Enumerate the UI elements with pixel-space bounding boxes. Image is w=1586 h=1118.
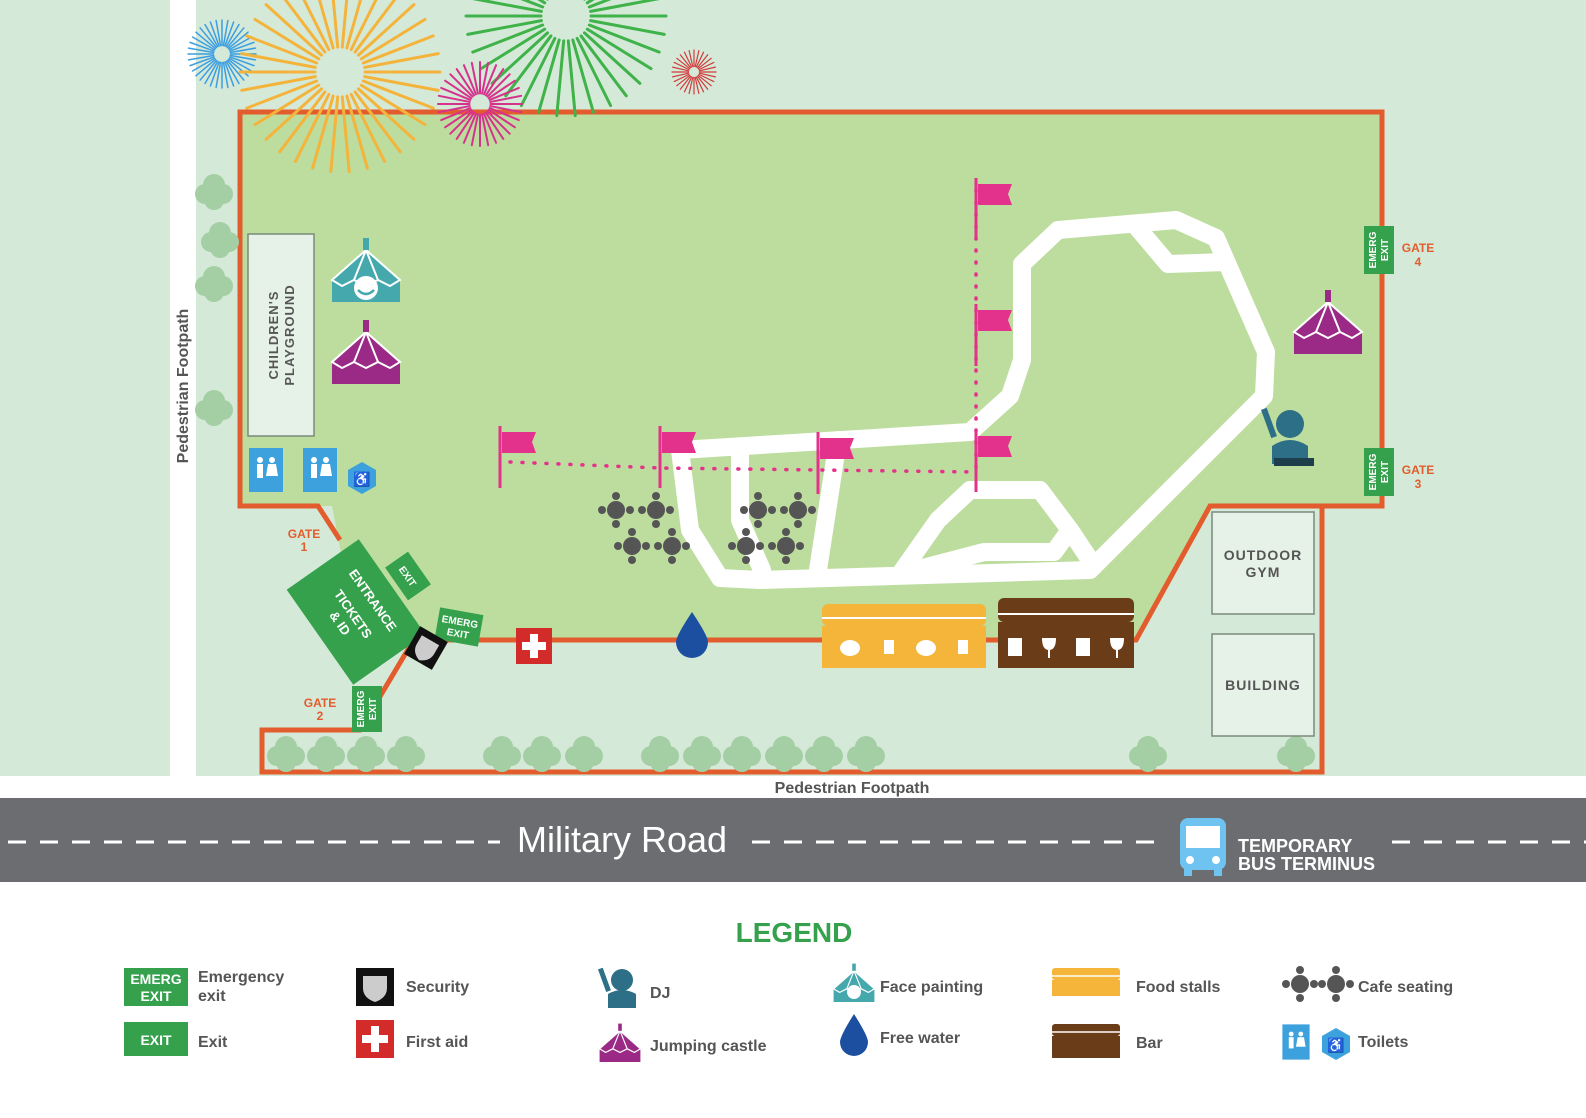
svg-text:EXIT: EXIT bbox=[446, 627, 470, 642]
svg-text:EMERG: EMERG bbox=[356, 690, 367, 727]
park-area bbox=[240, 112, 1382, 640]
svg-text:First aid: First aid bbox=[406, 1034, 468, 1051]
footpath-bottom-label: Pedestrian Footpath bbox=[775, 780, 930, 797]
svg-text:Face painting: Face painting bbox=[880, 979, 983, 996]
entrance-tickets: ENTRANCE TICKETS & ID bbox=[286, 539, 426, 685]
svg-text:EMERG: EMERG bbox=[130, 971, 181, 987]
svg-text:Free water: Free water bbox=[880, 1030, 960, 1047]
outdoor-gym-label-2: GYM bbox=[1246, 564, 1281, 580]
outdoor-gym bbox=[1211, 511, 1315, 615]
svg-text:♿: ♿ bbox=[353, 471, 370, 488]
legend-title: LEGEND bbox=[736, 917, 853, 948]
bus-terminus-label-2: BUS TERMINUS bbox=[1238, 854, 1375, 874]
legend-emergency-exit: EMERG EXIT Emergency exit bbox=[124, 968, 284, 1006]
svg-text:DJ: DJ bbox=[650, 985, 670, 1002]
gate-4-number: 4 bbox=[1415, 255, 1422, 269]
bottom-footpath bbox=[0, 776, 1586, 798]
road-label: Military Road bbox=[517, 819, 727, 860]
walking-paths bbox=[671, 211, 1275, 589]
building-label: BUILDING bbox=[1225, 677, 1301, 693]
fireworks-icon bbox=[187, 0, 717, 174]
legend-first-aid: First aid bbox=[356, 1020, 468, 1058]
legend-security: Security bbox=[356, 968, 469, 1006]
gate-2-number: 2 bbox=[317, 709, 324, 723]
gate-1-number: 1 bbox=[301, 540, 308, 554]
svg-text:Jumping castle: Jumping castle bbox=[650, 1038, 767, 1055]
military-road bbox=[0, 798, 1586, 882]
legend-bar: Bar bbox=[1052, 1024, 1163, 1058]
legend-cafe-seating: Cafe seating bbox=[1282, 966, 1453, 1002]
legend-dj: DJ bbox=[598, 967, 670, 1008]
accessible-toilet-icon: ♿ bbox=[348, 462, 376, 494]
emergency-exit-gate-2: EMERG EXIT bbox=[352, 686, 382, 732]
dj-icon bbox=[1261, 407, 1314, 466]
building bbox=[1211, 633, 1315, 737]
svg-text:EXIT: EXIT bbox=[368, 698, 379, 720]
svg-text:EXIT: EXIT bbox=[1380, 461, 1391, 483]
gate-4-label: GATE bbox=[1402, 241, 1434, 255]
exit-sign: EXIT bbox=[385, 551, 431, 601]
face-painting-icon bbox=[331, 237, 401, 303]
legend-jumping-castle: Jumping castle bbox=[599, 1022, 767, 1063]
svg-text:Emergency: Emergency bbox=[198, 969, 284, 986]
emergency-exit-gate-3: EMERG EXIT bbox=[1364, 448, 1394, 496]
svg-text:EMERG: EMERG bbox=[1368, 231, 1379, 268]
legend-exit: EXIT Exit bbox=[124, 1022, 228, 1056]
outdoor-gym-label: OUTDOOR bbox=[1224, 547, 1303, 563]
childrens-playground bbox=[247, 233, 315, 437]
playground-label-2: PLAYGROUND bbox=[282, 284, 297, 385]
bar bbox=[998, 598, 1134, 668]
emergency-exit-entrance: EMERG EXIT bbox=[434, 607, 484, 647]
svg-text:Cafe seating: Cafe seating bbox=[1358, 979, 1453, 996]
svg-text:EXIT: EXIT bbox=[140, 1032, 172, 1048]
gate-3-number: 3 bbox=[1415, 477, 1422, 491]
security-shield-icon bbox=[404, 626, 448, 670]
svg-text:Toilets: Toilets bbox=[1358, 1034, 1408, 1051]
legend-free-water: Free water bbox=[840, 1014, 960, 1056]
bus-icon bbox=[1180, 818, 1226, 876]
svg-text:Exit: Exit bbox=[198, 1034, 228, 1051]
svg-text:EXIT: EXIT bbox=[1380, 239, 1391, 261]
perimeter-fence bbox=[237, 109, 1385, 643]
legend-food-stalls: Food stalls bbox=[1052, 968, 1221, 996]
gate-1-label: GATE bbox=[288, 527, 320, 541]
svg-text:♿: ♿ bbox=[1327, 1037, 1344, 1054]
legend-toilets: ♿ Toilets bbox=[1282, 1024, 1408, 1060]
svg-text:EXIT: EXIT bbox=[140, 988, 172, 1004]
svg-text:EMERG: EMERG bbox=[1368, 453, 1379, 490]
svg-text:Bar: Bar bbox=[1136, 1035, 1163, 1052]
gate-3-label: GATE bbox=[1402, 463, 1434, 477]
svg-text:Food stalls: Food stalls bbox=[1136, 979, 1221, 996]
left-footpath bbox=[170, 0, 196, 776]
emergency-exit-gate-4: EMERG EXIT bbox=[1364, 226, 1394, 274]
svg-text:Security: Security bbox=[406, 979, 469, 996]
food-stalls bbox=[822, 604, 986, 668]
playground-label: CHILDREN'S bbox=[266, 291, 281, 380]
bus-terminus-label: TEMPORARY bbox=[1238, 836, 1352, 856]
footpath-left-label: Pedestrian Footpath bbox=[175, 309, 192, 464]
gate-2-label: GATE bbox=[304, 696, 336, 710]
first-aid-icon bbox=[516, 628, 552, 664]
svg-text:exit: exit bbox=[198, 988, 226, 1005]
legend-face-painting: Face painting bbox=[832, 962, 983, 1003]
water-drop-icon bbox=[676, 612, 708, 658]
